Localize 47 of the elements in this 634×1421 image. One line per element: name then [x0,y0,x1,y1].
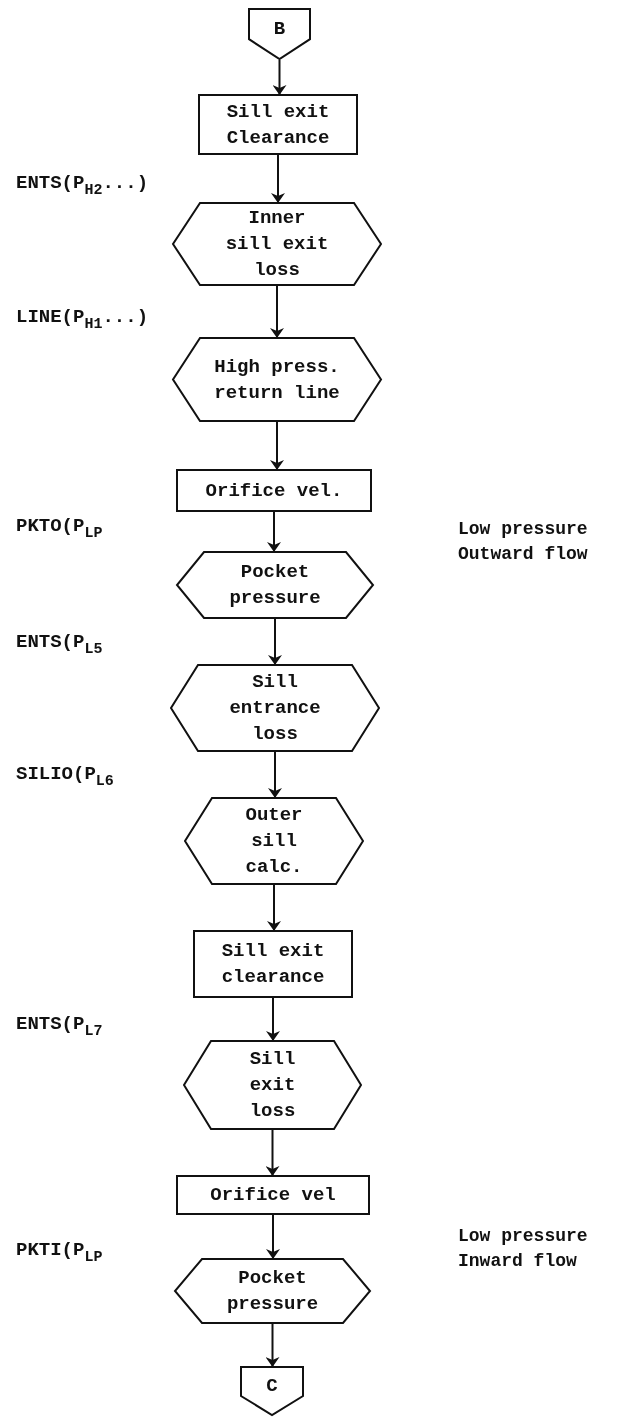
arrow [270,285,284,338]
process-hexagon [184,797,364,885]
process-box [176,1175,370,1215]
function-call-label: ENTS(P$_{H2}$...) [16,172,149,194]
process-box [193,930,353,998]
step-label: Sill exit clearance [220,939,326,990]
arrow [265,1129,280,1176]
function-call-label: ENTS(P$_{L5}$ [16,631,103,653]
arrow [266,1214,280,1259]
arrow [271,154,285,203]
step-label: High press. return line [213,354,341,406]
step-label: Inner sill exit loss [224,206,330,283]
process-hexagon [176,551,374,619]
step-label: Pocket pressure [225,1266,320,1317]
function-call-label: LINE(P$_{H1}$...) [16,306,149,328]
arrow [270,421,284,470]
arrow [267,884,281,931]
step-label: B [273,17,286,42]
process-hexagon [174,1258,371,1324]
process-box [198,94,358,155]
step-label: Orifice vel [210,1183,336,1208]
function-call-label: PKTO(P$_{LP}$ [16,515,103,537]
function-call-label: PKTI(P$_{LP}$ [16,1239,103,1261]
flow-note: Low pressure Inward flow [458,1225,589,1273]
process-hexagon [170,664,380,752]
step-label: C [266,1374,278,1399]
arrow [265,1323,280,1367]
process-hexagon [172,337,382,422]
arrow [268,618,282,665]
step-label: Outer sill calc. [244,803,304,880]
step-label: Pocket pressure [228,560,322,611]
offpage-connector [248,8,311,60]
process-hexagon [172,202,382,286]
arrow [266,997,280,1041]
function-call-label: ENTS(P$_{L7}$ [16,1013,103,1035]
arrow [268,751,282,798]
process-box [176,469,372,512]
arrow [272,59,287,95]
flow-note: Low pressure Outward flow [458,518,589,566]
arrow [267,511,281,552]
function-call-label: SILIO(P$_{L6}$ [16,763,114,785]
step-label: Sill exit loss [248,1047,297,1124]
process-hexagon [183,1040,362,1130]
step-label: Sill entrance loss [228,670,322,747]
step-label: Orifice vel. [205,478,343,504]
step-label: Sill exit Clearance [225,99,331,151]
offpage-connector [240,1366,304,1416]
